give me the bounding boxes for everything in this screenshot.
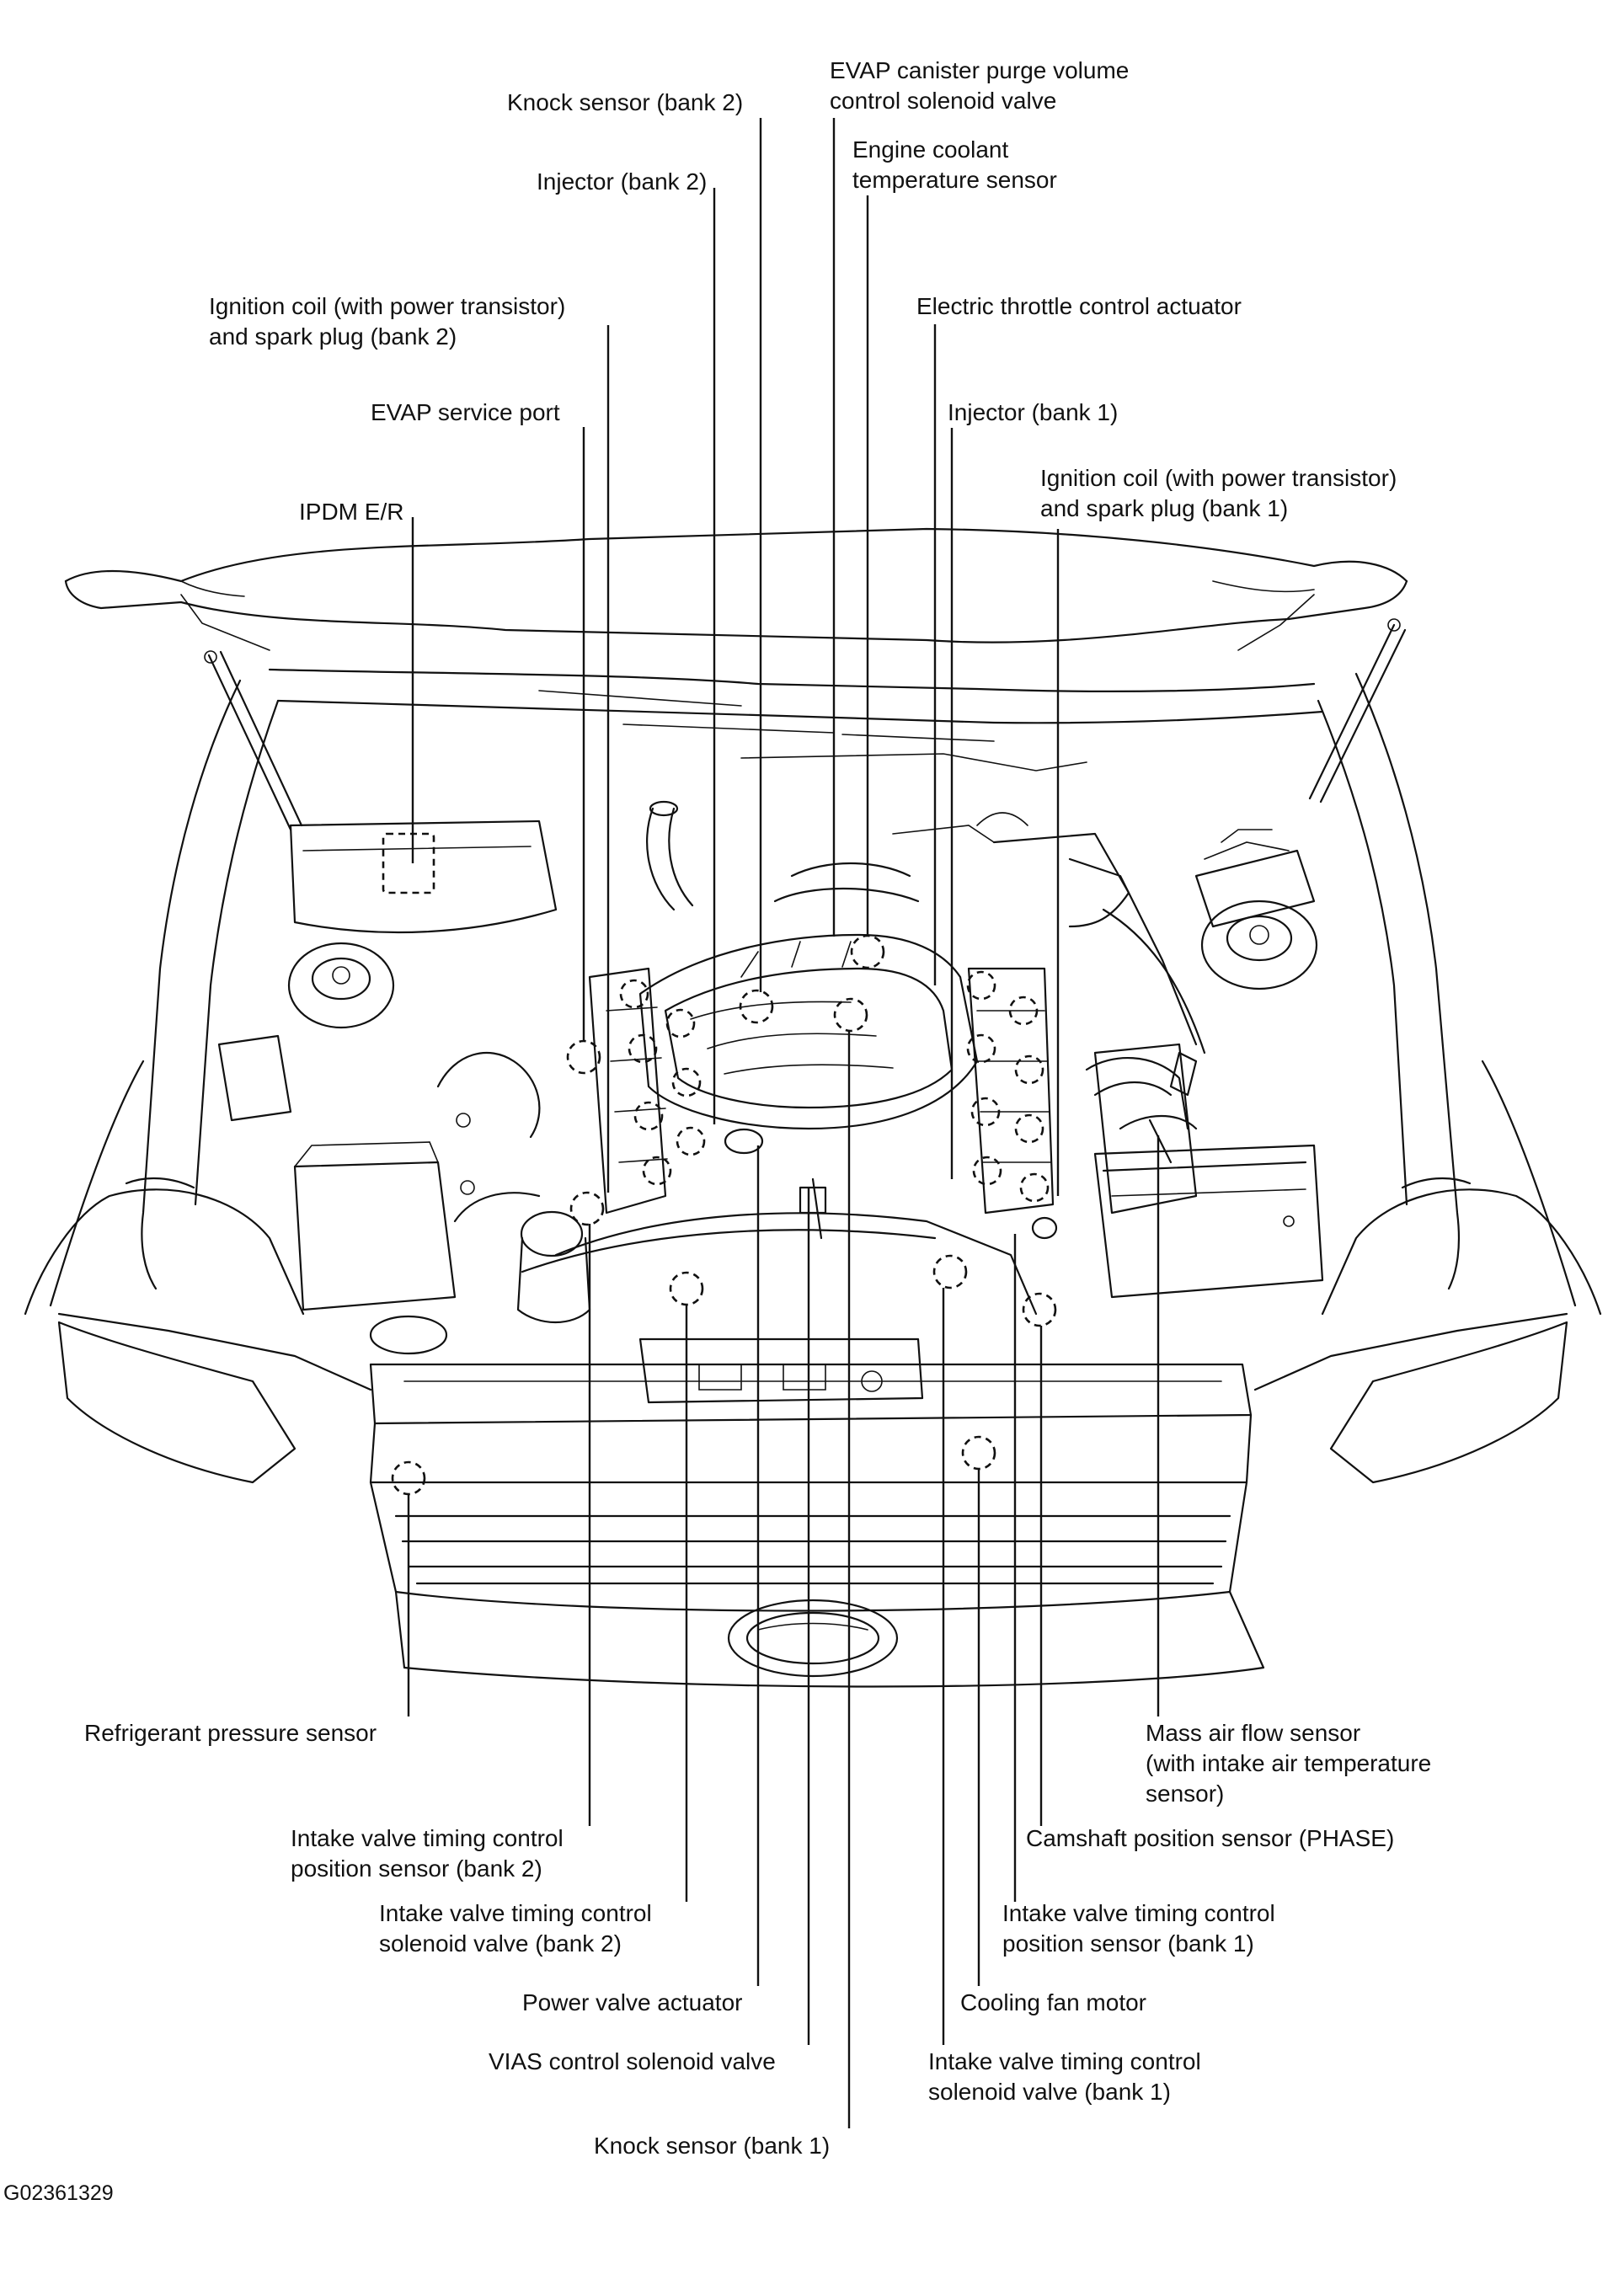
label-ignition-coil-bank1: Ignition coil (with power transistor) an… [1040, 465, 1397, 521]
label-ivt-position-sensor-bank2: Intake valve timing control position sen… [291, 1825, 564, 1882]
label-ivt-solenoid-valve-bank2: Intake valve timing control solenoid val… [379, 1900, 652, 1957]
label-ivt-solenoid-valve-bank1: Intake valve timing control solenoid val… [928, 2048, 1201, 2105]
label-mass-air-flow-sensor: Mass air flow sensor (with intake air te… [1146, 1720, 1432, 1807]
label-cooling-fan-motor: Cooling fan motor [960, 1989, 1147, 2015]
label-knock-sensor-bank1: Knock sensor (bank 1) [594, 2133, 831, 2159]
label-knock-sensor-bank2: Knock sensor (bank 2) [507, 89, 744, 115]
label-refrigerant-pressure-sensor: Refrigerant pressure sensor [84, 1720, 377, 1746]
leader-lines [407, 118, 1160, 2128]
label-ipdm-er: IPDM E/R [299, 499, 404, 525]
label-ignition-coil-bank2: Ignition coil (with power transistor) an… [209, 293, 566, 350]
component-markers [391, 934, 1057, 1496]
label-injector-bank1: Injector (bank 1) [948, 399, 1119, 425]
label-power-valve-actuator: Power valve actuator [522, 1989, 743, 2015]
label-evap-canister-purge-valve: EVAP canister purge volume control solen… [830, 57, 1130, 114]
label-engine-coolant-temperature-sensor: Engine coolant temperature sensor [852, 136, 1057, 193]
label-injector-bank2: Injector (bank 2) [537, 168, 708, 195]
label-vias-control-solenoid-valve: VIAS control solenoid valve [489, 2048, 776, 2074]
label-ivt-position-sensor-bank1: Intake valve timing control position sen… [1002, 1900, 1275, 1957]
figure-id: G02361329 [3, 2181, 114, 2205]
label-evap-service-port: EVAP service port [371, 399, 560, 425]
label-camshaft-position-sensor: Camshaft position sensor (PHASE) [1026, 1825, 1395, 1851]
label-electric-throttle-control-actuator: Electric throttle control actuator [916, 293, 1242, 319]
